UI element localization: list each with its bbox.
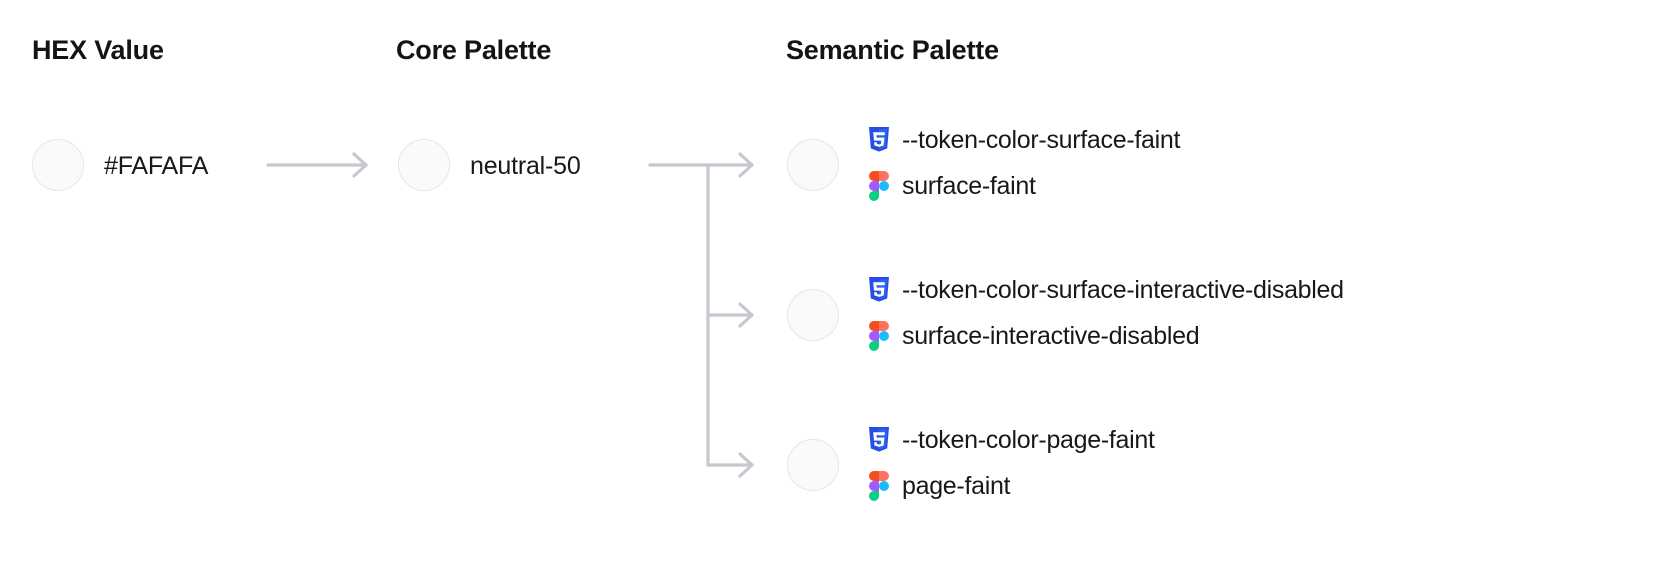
figma-token-name: page-faint <box>902 471 1011 500</box>
css-token-line: --token-color-page-faint <box>866 417 1155 463</box>
figma-token-line: page-faint <box>866 463 1155 509</box>
figma-icon <box>866 471 892 501</box>
token-row: --token-color-surface-interactive-disabl… <box>866 267 1344 359</box>
figma-icon <box>866 321 892 351</box>
figma-token-line: surface-interactive-disabled <box>866 313 1344 359</box>
hex-value-label: #FAFAFA <box>104 152 209 180</box>
column-heading-hex-value: HEX Value <box>32 35 164 65</box>
token-row: --token-color-surface-faint surface-fain… <box>866 117 1180 209</box>
css3-icon <box>866 425 892 455</box>
semantic-swatch-page-faint <box>787 439 839 491</box>
css3-icon <box>866 125 892 155</box>
column-heading-semantic-palette: Semantic Palette <box>786 35 999 65</box>
arrow-core-to-semantic-branching <box>648 140 768 485</box>
figma-token-line: surface-faint <box>866 163 1180 209</box>
semantic-swatch-surface-faint <box>787 139 839 191</box>
css3-icon <box>866 275 892 305</box>
figma-token-name: surface-interactive-disabled <box>902 321 1200 350</box>
figma-token-name: surface-faint <box>902 171 1036 200</box>
column-heading-core-palette: Core Palette <box>396 35 552 65</box>
core-palette-swatch <box>398 139 450 191</box>
core-palette-label: neutral-50 <box>470 152 581 180</box>
css-token-line: --token-color-surface-faint <box>866 117 1180 163</box>
css-token-name: --token-color-surface-faint <box>902 125 1181 154</box>
css-token-name: --token-color-page-faint <box>902 425 1155 454</box>
css-token-name: --token-color-surface-interactive-disabl… <box>902 275 1344 304</box>
css-token-line: --token-color-surface-interactive-disabl… <box>866 267 1344 313</box>
token-row: --token-color-page-faint page-faint <box>866 417 1155 509</box>
figma-icon <box>866 171 892 201</box>
hex-value-swatch <box>32 139 84 191</box>
arrow-hex-to-core <box>266 150 376 185</box>
semantic-swatch-surface-interactive-disabled <box>787 289 839 341</box>
